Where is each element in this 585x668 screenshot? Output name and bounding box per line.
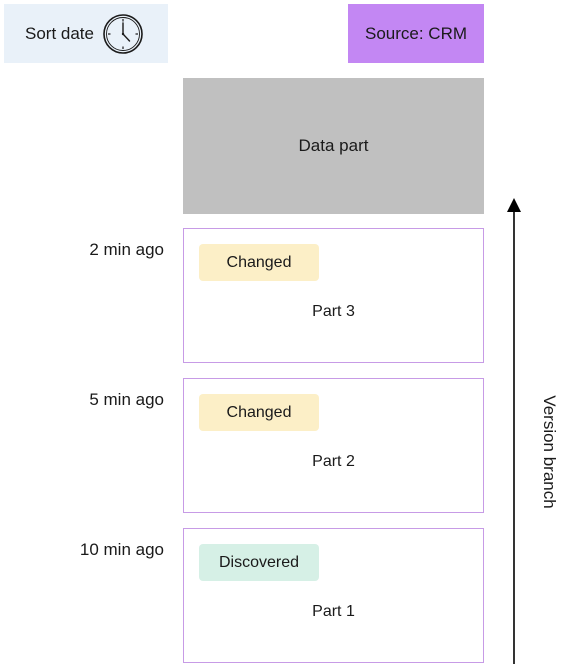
part-2-box: Changed Part 2: [183, 378, 484, 513]
part-1-box: Discovered Part 1: [183, 528, 484, 663]
status-badge-discovered: Discovered: [199, 544, 319, 581]
part-2-time: 5 min ago: [89, 390, 164, 409]
sort-date-label: Sort date: [25, 23, 94, 43]
part-3-time: 2 min ago: [89, 240, 164, 259]
version-branch-label: Version branch: [540, 395, 559, 509]
source-badge: Source: CRM: [348, 4, 484, 63]
clock-icon: [103, 13, 143, 54]
sort-date-box: Sort date: [4, 4, 168, 63]
part-3-box: Changed Part 3: [183, 228, 484, 363]
data-part-block: Data part: [183, 78, 484, 214]
arrow-up-icon: [507, 198, 521, 664]
part-1-label: Part 1: [312, 603, 355, 620]
status-badge-changed: Changed: [199, 244, 319, 281]
part-3-label: Part 3: [312, 303, 355, 320]
part-2-label: Part 2: [312, 453, 355, 470]
status-badge-changed: Changed: [199, 394, 319, 431]
part-1-time: 10 min ago: [79, 540, 164, 559]
